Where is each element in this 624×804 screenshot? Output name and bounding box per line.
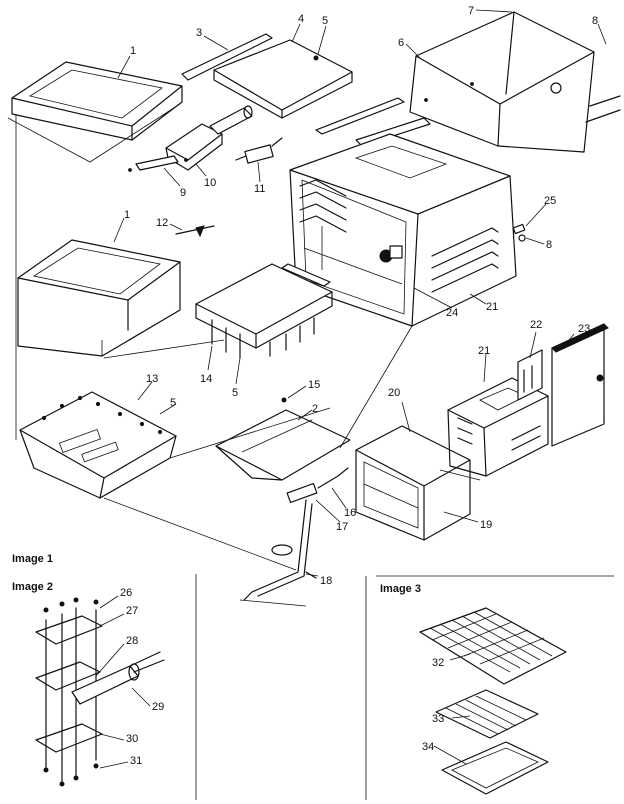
callout-11: 11 [254, 183, 265, 195]
callout-32: 32 [432, 657, 444, 669]
callout-8-top: 8 [592, 15, 598, 27]
callout-6: 6 [398, 37, 404, 49]
callout-5-top: 5 [322, 15, 328, 27]
top-panel [213, 39, 353, 119]
callout-33: 33 [432, 713, 444, 725]
callout-30: 30 [126, 733, 138, 745]
callout-19: 19 [480, 519, 492, 531]
burner-tube [165, 105, 253, 171]
door-frame [355, 425, 471, 541]
bracket [128, 155, 188, 172]
callout-9: 9 [180, 187, 186, 199]
callout-18: 18 [320, 575, 332, 587]
caption-image-3: Image 3 [380, 583, 421, 595]
callout-labels: 1 1 3 4 5 6 7 8 9 10 11 12 13 5 14 5 15 … [120, 5, 598, 767]
callout-27: 27 [126, 605, 138, 617]
caption-image-2: Image 2 [12, 581, 53, 593]
callout-21-main: 21 [486, 301, 498, 313]
igniter [235, 137, 283, 164]
callout-1-top: 1 [130, 45, 136, 57]
callout-26: 26 [120, 587, 132, 599]
callout-17: 17 [336, 521, 348, 533]
callout-20: 20 [388, 387, 400, 399]
callout-13: 13 [146, 373, 158, 385]
inset-panel-assembly [35, 574, 197, 800]
side-strip [315, 97, 431, 147]
callout-12: 12 [156, 217, 168, 229]
bake-burner [243, 467, 349, 601]
callout-14: 14 [200, 373, 212, 385]
electrode [175, 225, 215, 238]
heat-shield [215, 397, 351, 481]
callout-leaders [95, 9, 607, 769]
oven-cavity [289, 133, 517, 327]
top-cover-panel [7, 61, 183, 163]
callout-5-left: 5 [170, 397, 176, 409]
broil-element-pan [195, 263, 333, 359]
middle-cover-panel [17, 239, 181, 357]
callout-22: 22 [530, 319, 542, 331]
broil-pan [441, 741, 549, 795]
callout-31: 31 [130, 755, 142, 767]
callout-16: 16 [344, 507, 356, 519]
callout-4: 4 [298, 13, 304, 25]
callout-15: 15 [308, 379, 320, 391]
callout-24: 24 [446, 307, 458, 319]
inset-racks [365, 575, 614, 800]
callout-29: 29 [152, 701, 164, 713]
insulation-block [517, 349, 543, 401]
base-pan [19, 391, 177, 499]
caption-image-1: Image 1 [12, 553, 53, 565]
callout-1-mid: 1 [124, 209, 130, 221]
callout-34: 34 [422, 741, 434, 753]
callout-3: 3 [196, 27, 202, 39]
callout-21-drawer: 21 [478, 345, 490, 357]
broil-grid [435, 689, 539, 739]
callout-5-mid: 5 [232, 387, 238, 399]
oven-rack [419, 607, 567, 685]
back-panel [551, 323, 609, 447]
callout-7: 7 [468, 5, 474, 17]
callout-28: 28 [126, 635, 138, 647]
callout-10: 10 [204, 177, 216, 189]
callout-25: 25 [544, 195, 556, 207]
callout-2: 2 [312, 403, 318, 415]
callout-23: 23 [578, 323, 590, 335]
callout-8-right: 8 [546, 239, 552, 251]
rear-wrap [409, 11, 621, 153]
right-fasteners [512, 223, 526, 242]
top-rail [181, 33, 273, 81]
